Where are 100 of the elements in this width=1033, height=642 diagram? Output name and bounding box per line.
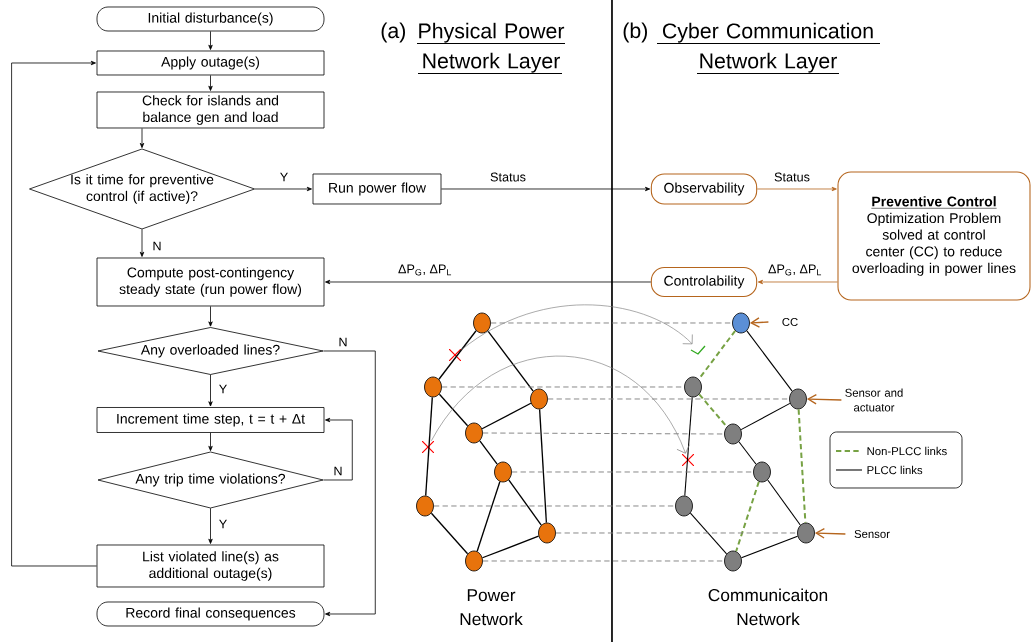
- power-line: [438, 330, 477, 380]
- process-box: List violated line(s) as additional outage(s): [96, 544, 325, 588]
- flow-arrow: [208, 31, 213, 50]
- comm-link: [740, 402, 791, 431]
- mapping-line: [482, 432, 725, 435]
- process-box: Run power flow: [312, 173, 442, 205]
- power-line: [476, 481, 501, 552]
- mapping-line: [490, 322, 733, 324]
- comm-node: [732, 312, 750, 334]
- annotation-text: Sensor: [854, 530, 890, 538]
- edge-label: N: [332, 465, 344, 477]
- comm-link: [740, 535, 799, 559]
- bus-node: [538, 522, 556, 544]
- comm-link: [746, 330, 793, 392]
- panel-letter: (b): [623, 22, 647, 43]
- flow-arrow: [208, 432, 213, 452]
- cross-mark: [682, 454, 694, 466]
- edge-label: ΔP$_{G}$, ΔP$_{L}$: [396, 263, 454, 277]
- flow-arrow: [325, 279, 652, 285]
- process-box: Increment time step, t = t + Δt: [96, 407, 325, 433]
- flow-arrow: [322, 350, 376, 617]
- leader-line: [814, 527, 847, 539]
- mapping-line: [441, 386, 685, 388]
- flow-arrow: [208, 374, 213, 407]
- flow-arrow: [139, 128, 145, 149]
- power-line: [538, 408, 548, 524]
- flow-arrow: [757, 279, 838, 285]
- leader-line: [749, 317, 770, 328]
- power-line: [508, 479, 542, 526]
- legend-entry: PLCC links: [835, 465, 923, 475]
- comm-link: [767, 479, 801, 526]
- bus-node: [465, 422, 483, 444]
- comm-link: [684, 396, 693, 497]
- cross-mark: [449, 349, 461, 361]
- process-box: Apply outage(s): [96, 50, 325, 76]
- curved-arrow: [460, 304, 693, 351]
- process-box: Check for islands and balance gen and load: [96, 91, 325, 129]
- power-line: [425, 396, 433, 497]
- comm-link: [738, 441, 757, 465]
- rounded-box: Preventive Control Optimization Problem solved at control center (CC) to reduce overloading in power lines: [837, 171, 1031, 301]
- edge-label: Y: [217, 518, 229, 530]
- flow-arrow: [254, 186, 312, 192]
- edge-label: Y: [278, 171, 290, 183]
- process-box: Compute post-contingency steady state (run power flow): [96, 257, 325, 307]
- flow-arrow: [11, 60, 97, 567]
- bus-node: [424, 376, 442, 398]
- flow-arrow: [208, 75, 213, 91]
- edge-label: ΔP$_{G}$, ΔP$_{L}$: [766, 263, 824, 277]
- annotation-text: Sensor and actuator: [845, 388, 903, 412]
- comm-link: [797, 408, 807, 524]
- power-line: [481, 535, 540, 559]
- panel-letter: (a): [381, 22, 405, 43]
- bus-node: [473, 312, 491, 334]
- comm-node: [789, 388, 807, 410]
- leader-line: [806, 393, 843, 405]
- legend-entry: Non-PLCC links: [835, 446, 947, 456]
- edge-label: N: [337, 336, 349, 348]
- terminal-box: Initial disturbance(s): [96, 6, 325, 32]
- power-line: [487, 330, 534, 392]
- network-caption: Power Network: [460, 589, 523, 626]
- mapping-line: [482, 560, 725, 562]
- bus-node: [416, 495, 434, 517]
- flow-arrow: [322, 417, 353, 481]
- comm-node: [724, 550, 742, 572]
- bus-node: [494, 461, 512, 483]
- comm-node: [684, 376, 702, 398]
- cross-mark: [422, 441, 434, 453]
- mapping-line: [433, 505, 676, 507]
- edge-label: Status: [772, 171, 812, 183]
- power-line: [479, 440, 498, 465]
- comm-node: [753, 461, 771, 483]
- rounded-box: Controlability: [650, 266, 758, 298]
- panel-title: Physical Power Network Layer: [416, 22, 566, 75]
- comm-node: [675, 495, 693, 517]
- bus-node: [465, 550, 483, 572]
- edge-label: Y: [217, 383, 229, 395]
- curved-arrow: [431, 355, 690, 454]
- terminal-box: Record final consequences: [96, 601, 325, 627]
- mapping-line: [547, 398, 790, 400]
- mapping-line: [511, 471, 754, 473]
- mapping-line: [555, 532, 798, 534]
- flow-arrow: [139, 228, 145, 257]
- comm-node: [797, 522, 815, 544]
- power-line: [438, 393, 469, 427]
- power-line: [481, 402, 532, 430]
- edge-label: Status: [488, 171, 528, 183]
- panel-title: Cyber Communication Network Layer: [656, 22, 881, 75]
- comm-link: [698, 393, 728, 428]
- network-caption: Communicaiton Network: [708, 588, 828, 626]
- check-mark: [690, 345, 706, 355]
- rounded-box: Observability: [650, 173, 758, 205]
- flow-arrow: [208, 507, 213, 544]
- flow-arrow: [208, 306, 213, 327]
- annotation-text: CC: [782, 318, 798, 326]
- bus-node: [530, 388, 548, 410]
- flow-arrow: [441, 186, 651, 192]
- flow-arrow: [756, 186, 837, 192]
- comm-node: [724, 423, 742, 445]
- power-line: [430, 512, 469, 555]
- comm-link: [689, 512, 728, 555]
